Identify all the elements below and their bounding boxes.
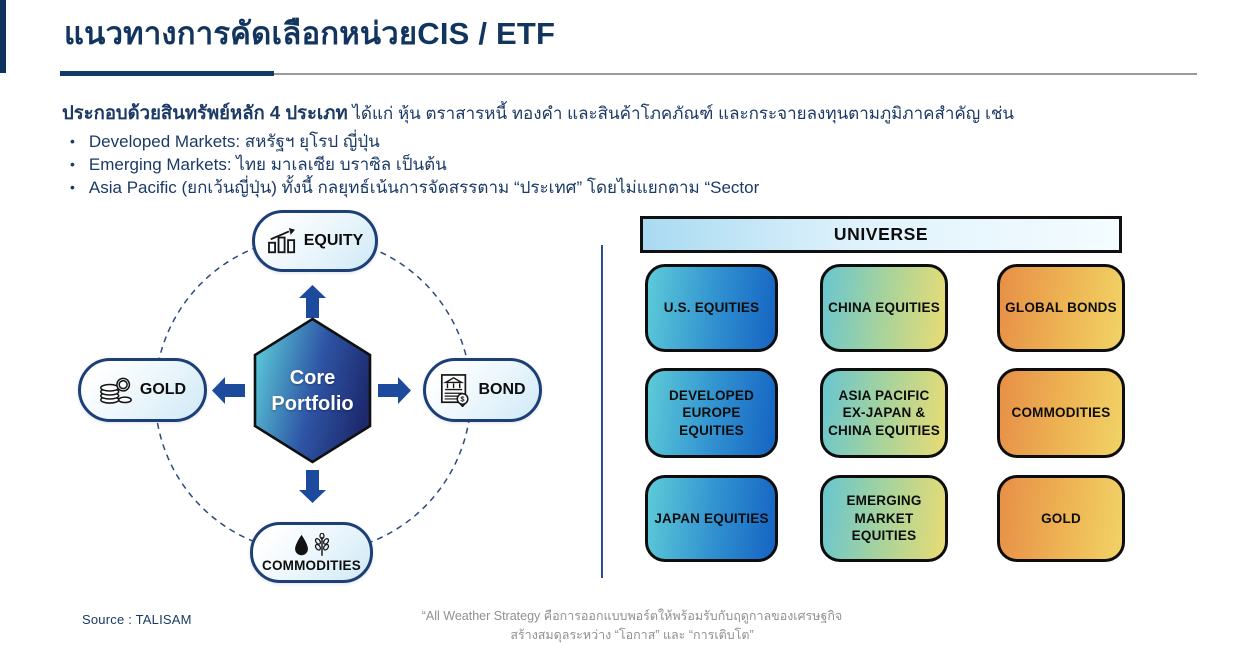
node-gold: GOLD [78, 358, 207, 422]
oil-drop-icon [294, 534, 308, 555]
intro-lead: ประกอบด้วยสินทรัพย์หลัก 4 ประเภท ได้แก่ … [62, 101, 1192, 126]
bullet-dot: • [70, 132, 75, 149]
universe-box-developed-europe-equities: DEVELOPED EUROPE EQUITIES [645, 368, 778, 458]
bullet-text-developed-markets: Developed Markets: สหรัฐฯ ยุโรป ญี่ปุ่น [88, 131, 380, 151]
core-label-line2: Portfolio [271, 392, 354, 415]
bullet-dot: • [70, 156, 75, 173]
universe-box-china-equities: CHINA EQUITIES [820, 264, 948, 352]
strategy-quote-line2: สร้างสมดุลระหว่าง “โอกาส” และ “การเติบโต… [510, 628, 754, 643]
bar-chart-rising-icon [267, 228, 295, 254]
title-underline-gray [274, 73, 1197, 75]
universe-box-global-bonds: GLOBAL BONDS [997, 264, 1125, 352]
node-commodities: COMMODITIES [250, 522, 373, 583]
intro-bullets: • Developed Markets: สหรัฐฯ ยุโรป ญี่ปุ่… [62, 130, 1192, 199]
title-accent-bar [0, 0, 6, 73]
strategy-quote-line1: “All Weather Strategy คือการออกแบบพอร์ตใ… [421, 609, 843, 623]
node-bond: $ BOND [423, 358, 542, 422]
oil-drop-wheat-icon [293, 532, 331, 557]
core-portfolio-hexagon [253, 317, 372, 464]
wheat-icon [314, 532, 329, 556]
node-equity-label: EQUITY [303, 232, 364, 249]
universe-header: UNIVERSE [640, 216, 1122, 253]
svg-text:$: $ [461, 395, 466, 404]
node-bond-label: BOND [478, 381, 526, 398]
core-label-line1: Core [289, 366, 336, 389]
core-portfolio-label: Core Portfolio [252, 317, 373, 464]
source-note: Source : TALISAM [82, 612, 192, 627]
universe-box-gold: GOLD [997, 475, 1125, 562]
intro-block: ประกอบด้วยสินทรัพย์หลัก 4 ประเภท ได้แก่ … [62, 101, 1192, 199]
title-underline-navy [60, 71, 274, 76]
universe-box-emerging-market-equities: EMERGING MARKET EQUITIES [820, 475, 948, 562]
universe-box-japan-equities: JAPAN EQUITIES [645, 475, 778, 562]
arrow-right-icon [378, 377, 411, 404]
coin-stack-icon [99, 377, 132, 404]
universe-box-us-equities: U.S. EQUITIES [645, 264, 778, 352]
intro-lead-bold: ประกอบด้วยสินทรัพย์หลัก 4 ประเภท [62, 102, 348, 123]
node-gold-label: GOLD [139, 381, 187, 398]
arrow-left-icon [212, 377, 245, 404]
universe-box-asia-pacific-exjapan-china-equities: ASIA PACIFIC EX-JAPAN & CHINA EQUITIES [820, 368, 948, 458]
universe-box-commodities: COMMODITIES [997, 368, 1125, 458]
node-commodities-label: COMMODITIES [262, 557, 361, 573]
page-title: แนวทางการคัดเลือกหน่วยCIS / ETF [64, 16, 556, 51]
bullet-text-asia-pacific: Asia Pacific (ยกเว้นญี่ปุ่น) ทั้งนี้ กลย… [88, 178, 760, 198]
bullet-item: • Asia Pacific (ยกเว้นญี่ปุ่น) ทั้งนี้ ก… [62, 176, 1192, 199]
bullet-item: • Developed Markets: สหรัฐฯ ยุโรป ญี่ปุ่… [62, 130, 1192, 153]
bullet-text-emerging-markets: Emerging Markets: ไทย มาเลเซีย บราซิล เป… [88, 155, 447, 175]
strategy-quote: “All Weather Strategy คือการออกแบบพอร์ตใ… [352, 607, 912, 646]
arrow-down-icon [299, 470, 326, 503]
arrow-up-icon [299, 285, 326, 318]
intro-lead-rest: ได้แก่ หุ้น ตราสารหนี้ ทองคำ และสินค้าโภ… [347, 104, 1014, 123]
bank-document-seal-icon: $ [441, 374, 469, 407]
bullet-dot: • [70, 179, 75, 196]
section-divider [601, 245, 603, 578]
node-equity: EQUITY [252, 210, 378, 272]
bullet-item: • Emerging Markets: ไทย มาเลเซีย บราซิล … [62, 153, 1192, 176]
